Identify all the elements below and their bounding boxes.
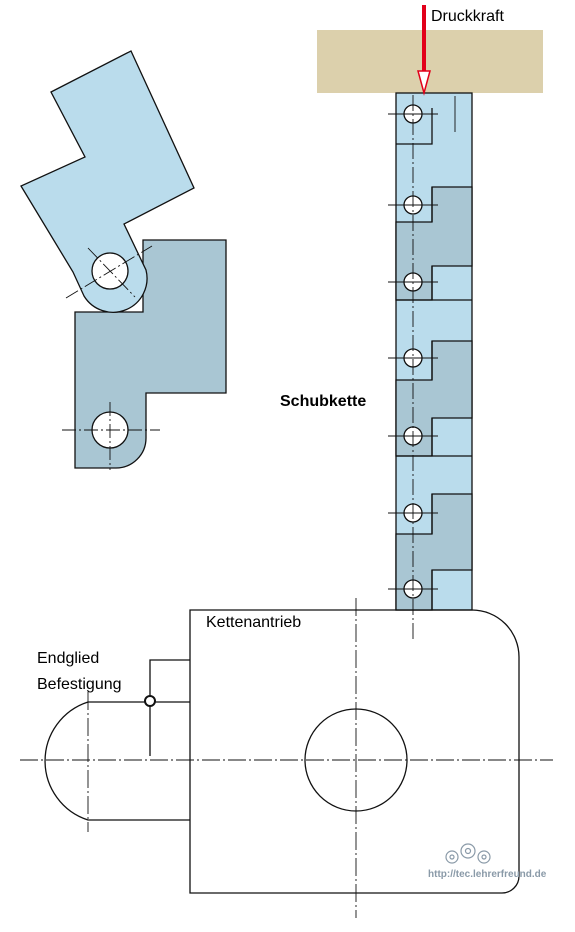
force-label: Druckkraft	[431, 8, 504, 25]
end-link-leader	[149, 659, 190, 756]
load-block	[317, 30, 543, 93]
force-arrow-head	[417, 70, 431, 96]
lower-link	[74, 239, 227, 469]
end-link-label-line2: Befestigung	[37, 676, 122, 693]
drive-label: Kettenantrieb	[206, 614, 302, 631]
chain-link-detail	[20, 50, 227, 470]
chain-drive	[20, 598, 553, 918]
chain-label: Schubkette	[280, 393, 367, 410]
end-link-marker	[144, 695, 156, 707]
watermark-logo	[445, 843, 491, 864]
upper-link	[20, 50, 195, 313]
end-link-slot	[44, 701, 190, 821]
drive-housing	[189, 609, 520, 894]
watermark-text: http://tec.lehrerfreund.de	[428, 869, 547, 880]
push-chain	[317, 5, 543, 640]
end-link-label-line1: Endglied	[37, 650, 100, 667]
